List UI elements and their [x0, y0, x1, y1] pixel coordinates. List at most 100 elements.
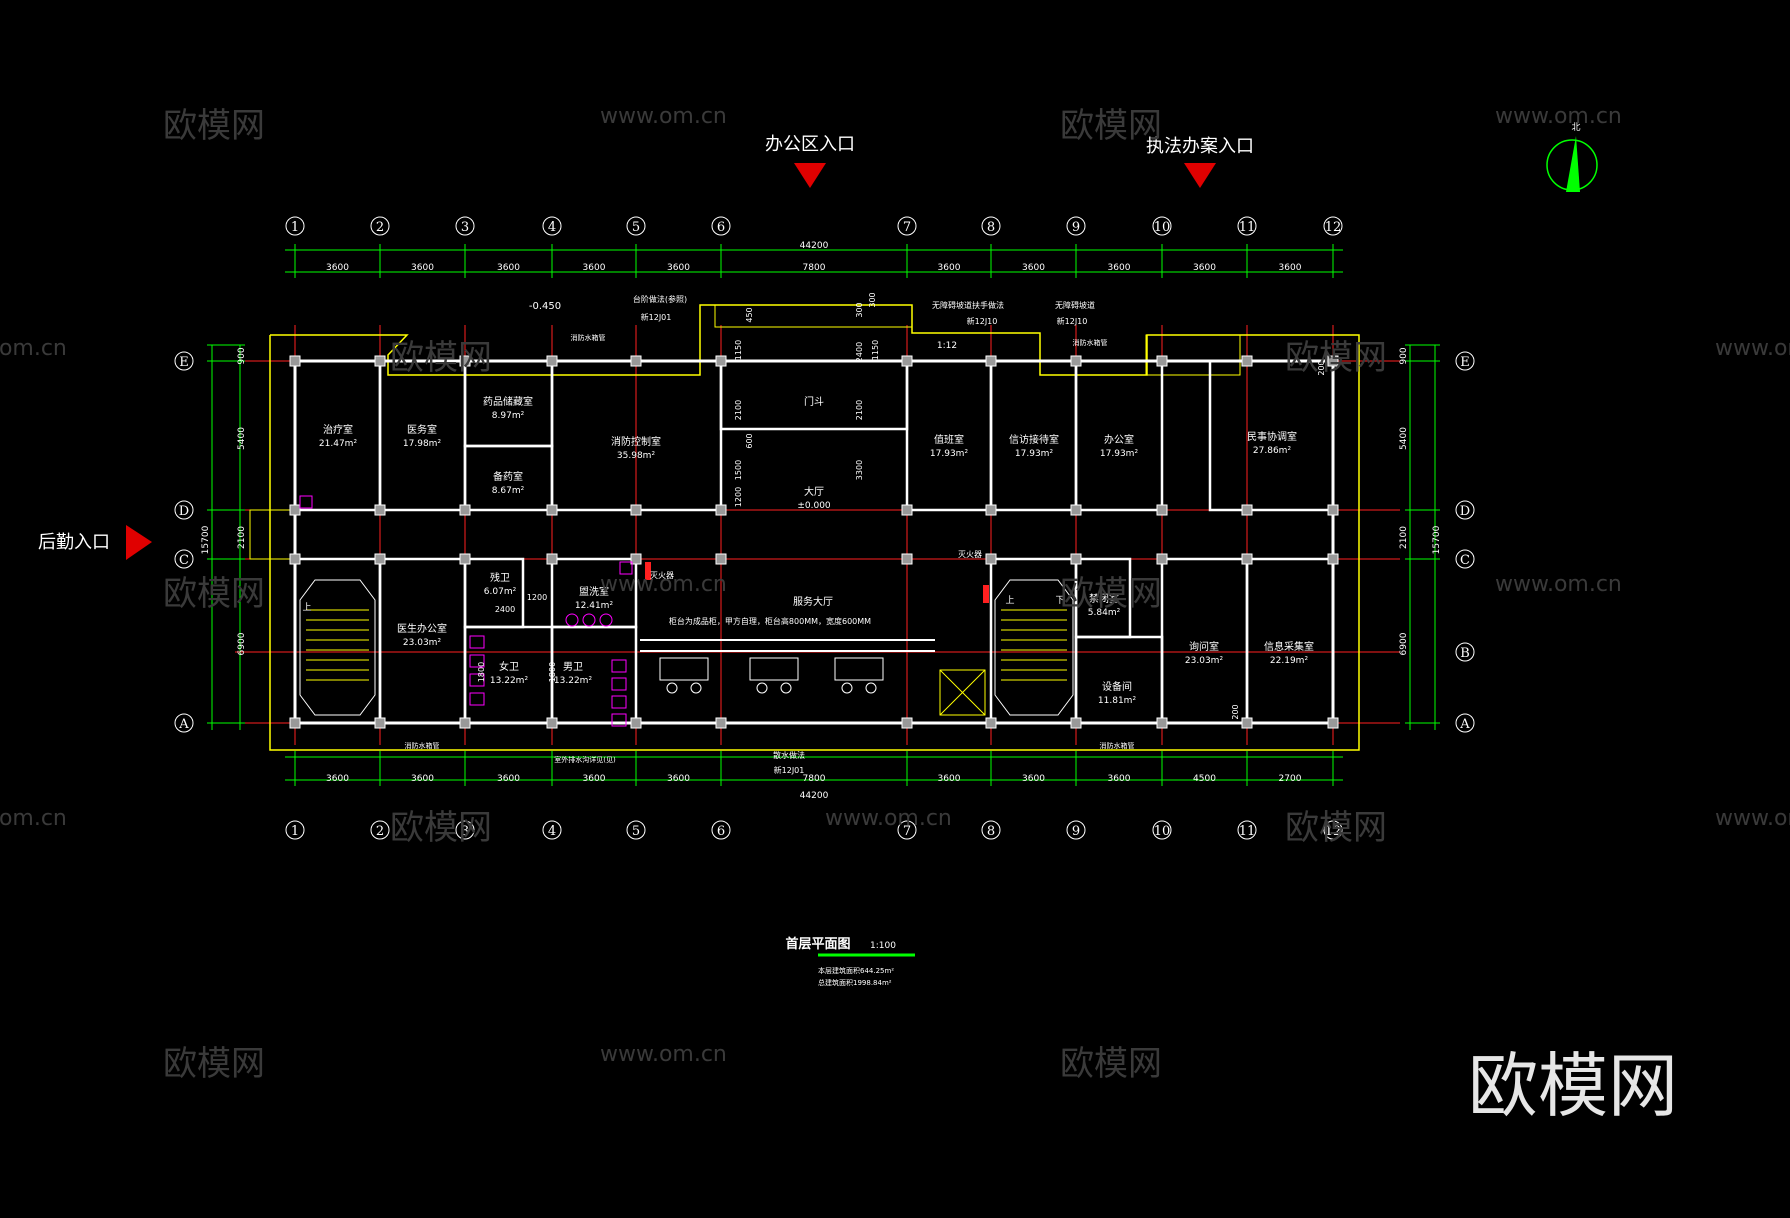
room-wall	[550, 625, 638, 725]
axis-bubble	[981, 216, 1001, 236]
level-mark: -0.450	[529, 301, 561, 312]
axis-label: 11	[1239, 220, 1256, 235]
watermark-url: www.om.cn	[1495, 572, 1622, 597]
inner-dimension: 200	[1317, 360, 1326, 375]
dimension-label: 3600	[1022, 774, 1045, 784]
axis-bubble	[711, 216, 731, 236]
column	[546, 717, 558, 729]
chair	[865, 682, 877, 694]
dimension-label: 3600	[326, 774, 349, 784]
dimension-label: 2100	[1399, 526, 1409, 549]
axis-label: 12	[1325, 220, 1342, 235]
column	[901, 553, 913, 565]
room-area: 12.41m²	[575, 601, 614, 611]
toilet-fixture	[469, 673, 485, 687]
column	[1327, 553, 1339, 565]
room-area: 21.47m²	[319, 439, 358, 449]
walls	[249, 304, 1360, 751]
column	[901, 504, 913, 516]
room-name: 大厅	[804, 485, 824, 498]
axis-bubble	[1455, 549, 1475, 569]
watermark-text: 欧模网	[1285, 808, 1387, 848]
urinal-fixture	[611, 659, 627, 673]
law-entrance-label: 执法办案入口	[1146, 136, 1254, 157]
axis-bubble	[542, 216, 562, 236]
room-area: 22.19m²	[1270, 656, 1309, 666]
column	[1156, 553, 1168, 565]
dimension-label: 3600	[938, 774, 961, 784]
watermark-text: 欧模网	[390, 808, 492, 848]
axis-bubble	[370, 216, 390, 236]
dimension-label: 5400	[1399, 427, 1409, 450]
office-entrance-label: 办公区入口	[765, 134, 855, 155]
axis-label: 5	[632, 824, 640, 839]
entrance-arrow	[126, 525, 152, 560]
room-name: 办公室	[1104, 433, 1134, 446]
column	[1070, 717, 1082, 729]
axis-label: 4	[548, 220, 556, 235]
room-area: 35.98m²	[617, 451, 656, 461]
dimension-label: 3600	[497, 774, 520, 784]
service-desk	[659, 657, 709, 681]
room-name: 信息采集室	[1264, 640, 1314, 653]
column	[374, 717, 386, 729]
entrance-arrow	[1184, 163, 1216, 188]
urinal-fixture	[611, 713, 627, 727]
watermark-text: 欧模网	[1285, 338, 1387, 378]
room-name: 消防控制室	[611, 435, 661, 448]
axis-label: 12	[1325, 824, 1342, 839]
axis-label: 8	[987, 220, 995, 235]
fire-door	[983, 585, 989, 603]
room-area: 6.07m²	[484, 587, 517, 597]
axis-label: 3	[461, 824, 469, 839]
exterior-wall	[293, 359, 1335, 725]
dimension-label: 6900	[1399, 632, 1409, 655]
axis-bubble	[1066, 216, 1086, 236]
axis-label: 5	[632, 220, 640, 235]
column	[1156, 355, 1168, 367]
detail-ref: 新12J10	[967, 316, 998, 326]
watermark-text: 欧模网	[1060, 574, 1162, 614]
detail-note: 无障碍坡道扶手做法	[932, 300, 1004, 310]
column	[1156, 504, 1168, 516]
axis-label: A	[178, 717, 189, 732]
dimension-total: 44200	[800, 791, 829, 801]
axis-label: 6	[717, 220, 725, 235]
sink-fixture	[565, 613, 579, 627]
toilet-fixture	[469, 692, 485, 706]
column	[1070, 355, 1082, 367]
inner-dimension: 1200	[734, 487, 743, 507]
axis-label: C	[179, 553, 189, 568]
inner-dimension: 2100	[855, 400, 864, 420]
room-wall	[293, 557, 382, 725]
axis-bubble	[1237, 820, 1257, 840]
inner-dimension: 2400	[855, 342, 864, 362]
axis-grid-lines	[235, 325, 1400, 745]
axis-bubble	[1152, 820, 1172, 840]
urinal-fixture	[611, 695, 627, 709]
axis-label: 10	[1154, 220, 1171, 235]
column	[985, 504, 997, 516]
watermark-url: www.om.cn	[600, 572, 727, 597]
toilet-fixture	[469, 654, 485, 668]
stair-outline	[994, 579, 1074, 716]
chair	[690, 682, 702, 694]
axis-label: 9	[1072, 220, 1080, 235]
watermark-url: www.om.cn	[1715, 806, 1790, 831]
axis-label: 8	[987, 824, 995, 839]
inner-dimension: 2100	[734, 400, 743, 420]
detail-ref: 新12J01	[641, 312, 672, 322]
room-area: 17.98m²	[403, 439, 442, 449]
axis-label: 4	[548, 824, 556, 839]
axis-label: 11	[1239, 824, 1256, 839]
urinal-fixture	[611, 677, 627, 691]
watermark-url: www.om.cn	[600, 1042, 727, 1067]
dimension-total: 15700	[1432, 525, 1442, 554]
dimension-label: 3600	[497, 263, 520, 273]
inner-dimension: 450	[745, 307, 754, 322]
column	[1241, 553, 1253, 565]
room-area: 8.97m²	[492, 411, 525, 421]
detail-ref: 新12J10	[1057, 316, 1088, 326]
